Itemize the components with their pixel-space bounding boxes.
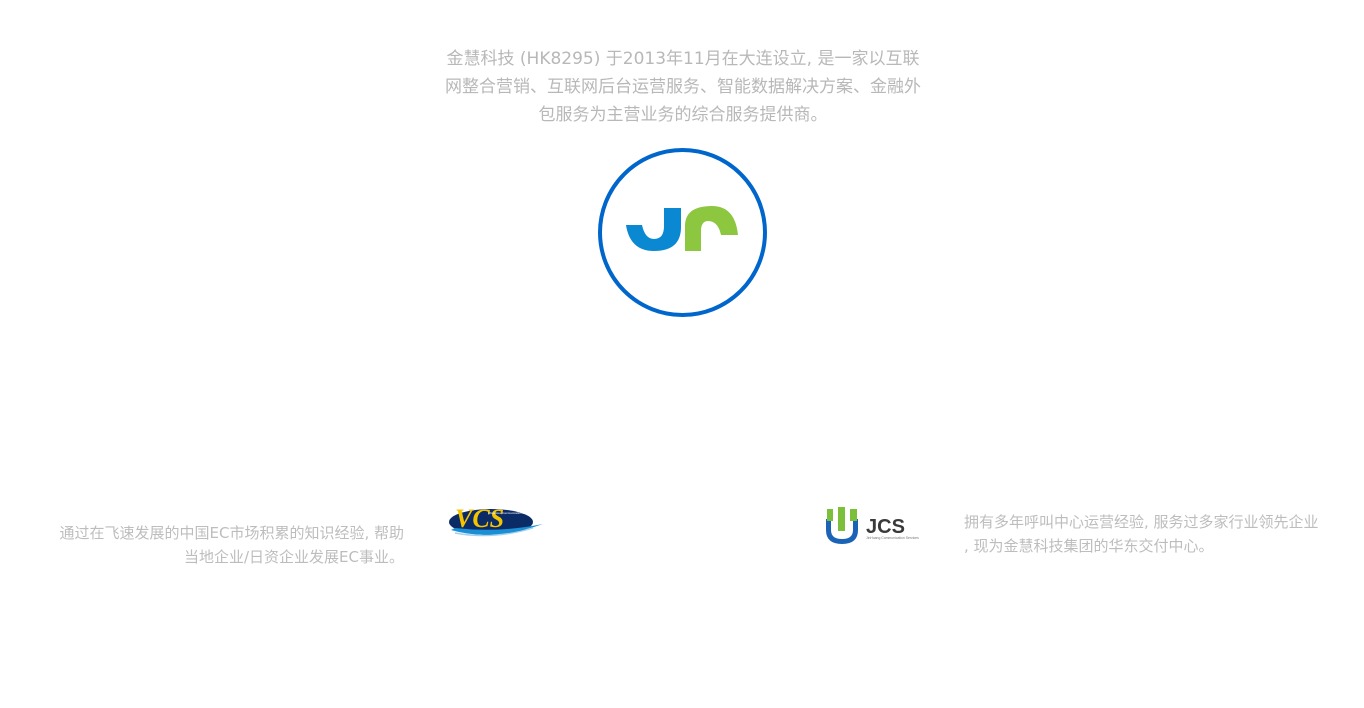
vcs-logo-text: VCS (455, 504, 504, 533)
jcs-logo-tagline: JinHuang Communication Services (866, 536, 919, 540)
intro-line-1: 金慧科技 (HK8295) 于2013年11月在大连设立, 是一家以互联 (446, 49, 920, 69)
vcs-logo: VCS Ubiquitous Communication Service (447, 500, 547, 542)
company-intro: 金慧科技 (HK8295) 于2013年11月在大连设立, 是一家以互联 网整合… (427, 45, 939, 129)
jcs-description-line-2: , 现为金慧科技集团的华东交付中心。 (964, 537, 1214, 555)
vcs-description-line-2: 当地企业/日资企业发展EC事业。 (183, 548, 404, 566)
jr-logo-icon (598, 148, 767, 317)
jcs-description-line-1: 拥有多年呼叫中心运营经验, 服务过多家行业领先企业 (964, 513, 1319, 531)
intro-line-3: 包服务为主营业务的综合服务提供商。 (538, 105, 828, 125)
vcs-logo-icon: VCS Ubiquitous Communication Service (449, 504, 543, 537)
vcs-logo-tagline: Ubiquitous Communication Service (488, 511, 532, 515)
jcs-logo: JCS JinHuang Communication Services (824, 505, 924, 547)
jr-logo (597, 147, 768, 318)
jcs-logo-text: JCS (866, 516, 905, 538)
jcs-logo-icon: JCS JinHuang Communication Services (826, 507, 919, 544)
vcs-description-line-1: 通过在飞速发展的中国EC市场积累的知识经验, 帮助 (59, 524, 405, 542)
intro-line-2: 网整合营销、互联网后台运营服务、智能数据解决方案、金融外 (445, 77, 921, 97)
jcs-description: 拥有多年呼叫中心运营经验, 服务过多家行业领先企业 , 现为金慧科技集团的华东交… (964, 510, 1364, 558)
vcs-description: 通过在飞速发展的中国EC市场积累的知识经验, 帮助 当地企业/日资企业发展EC事… (0, 521, 405, 569)
